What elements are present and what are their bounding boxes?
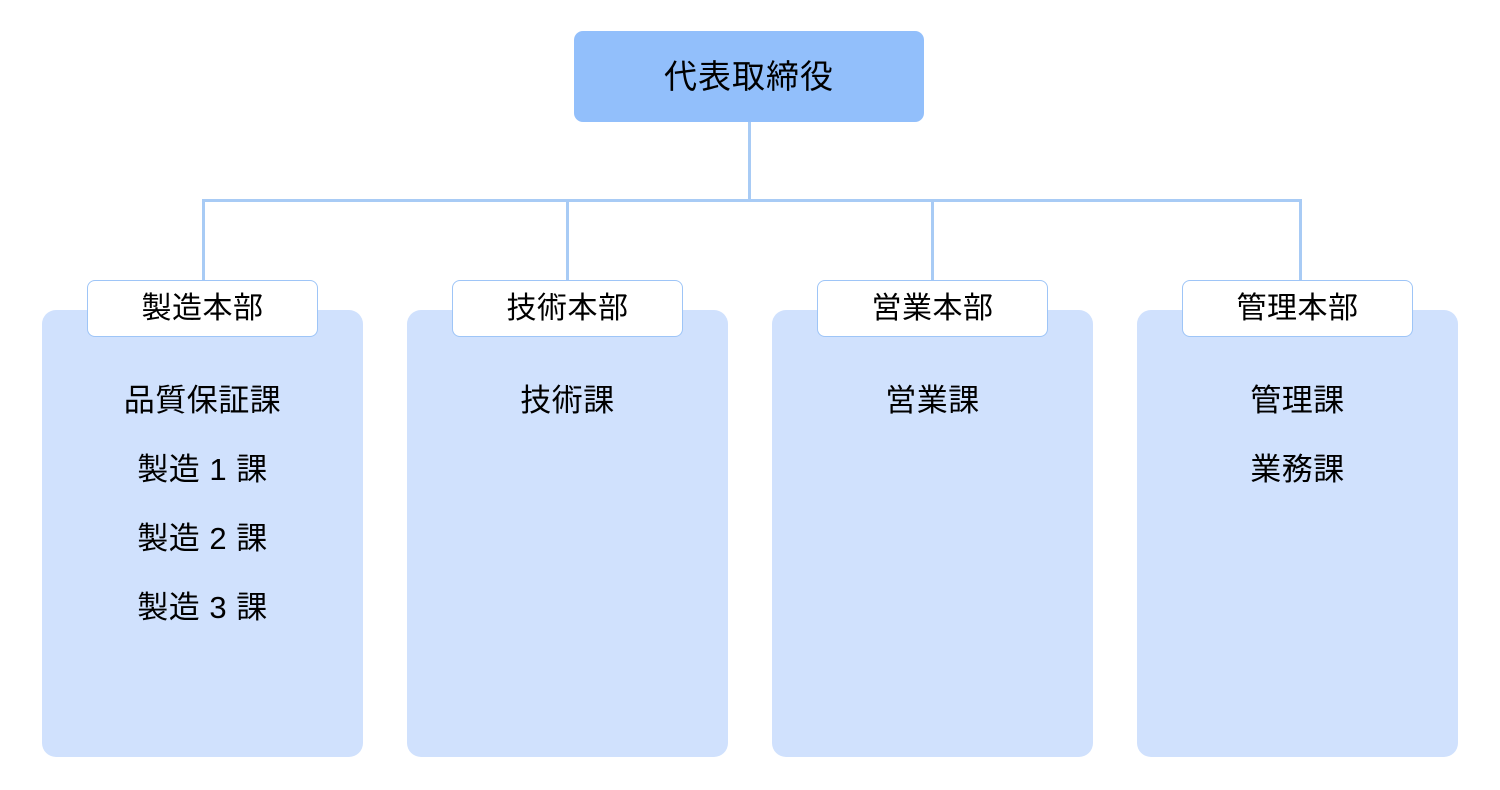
department-item-list-2: 技術課 (407, 366, 728, 435)
department-item[interactable]: 製造 3 課 (137, 590, 268, 625)
connector-drop-3 (931, 199, 934, 281)
department-header-label-4: 管理本部 (1236, 291, 1359, 325)
department-item[interactable]: 業務課 (1250, 452, 1345, 487)
department-column-sales: 営業本部 営業課 (772, 280, 1093, 757)
department-column-engineering: 技術本部 技術課 (407, 280, 728, 757)
department-item[interactable]: 営業課 (885, 383, 980, 418)
connector-root-vertical (748, 122, 751, 201)
department-header-3[interactable]: 営業本部 (817, 280, 1048, 337)
department-header-label-3: 営業本部 (871, 291, 994, 325)
connector-horizontal-bus (202, 199, 1302, 202)
department-header-label-2: 技術本部 (506, 291, 629, 325)
department-header-2[interactable]: 技術本部 (452, 280, 683, 337)
department-item[interactable]: 製造 2 課 (137, 521, 268, 556)
root-node-representative-director[interactable]: 代表取締役 (574, 31, 924, 122)
department-body-panel-4 (1137, 310, 1458, 757)
department-item[interactable]: 管理課 (1250, 383, 1345, 418)
root-node-label: 代表取締役 (664, 58, 834, 95)
department-header-1[interactable]: 製造本部 (87, 280, 318, 337)
department-item-list-1: 品質保証課 製造 1 課 製造 2 課 製造 3 課 (42, 366, 363, 642)
connector-drop-1 (202, 199, 205, 281)
department-header-4[interactable]: 管理本部 (1182, 280, 1413, 337)
connector-drop-2 (566, 199, 569, 281)
department-column-administration: 管理本部 管理課 業務課 (1137, 280, 1458, 757)
connector-drop-4 (1299, 199, 1302, 281)
department-item-list-3: 営業課 (772, 366, 1093, 435)
department-item[interactable]: 製造 1 課 (137, 452, 268, 487)
department-column-manufacturing: 製造本部 品質保証課 製造 1 課 製造 2 課 製造 3 課 (42, 280, 363, 757)
department-item[interactable]: 品質保証課 (123, 383, 282, 418)
department-body-panel-3 (772, 310, 1093, 757)
department-body-panel-1 (42, 310, 363, 757)
department-item-list-4: 管理課 業務課 (1137, 366, 1458, 504)
department-item[interactable]: 技術課 (520, 383, 615, 418)
department-header-label-1: 製造本部 (141, 291, 264, 325)
department-body-panel-2 (407, 310, 728, 757)
